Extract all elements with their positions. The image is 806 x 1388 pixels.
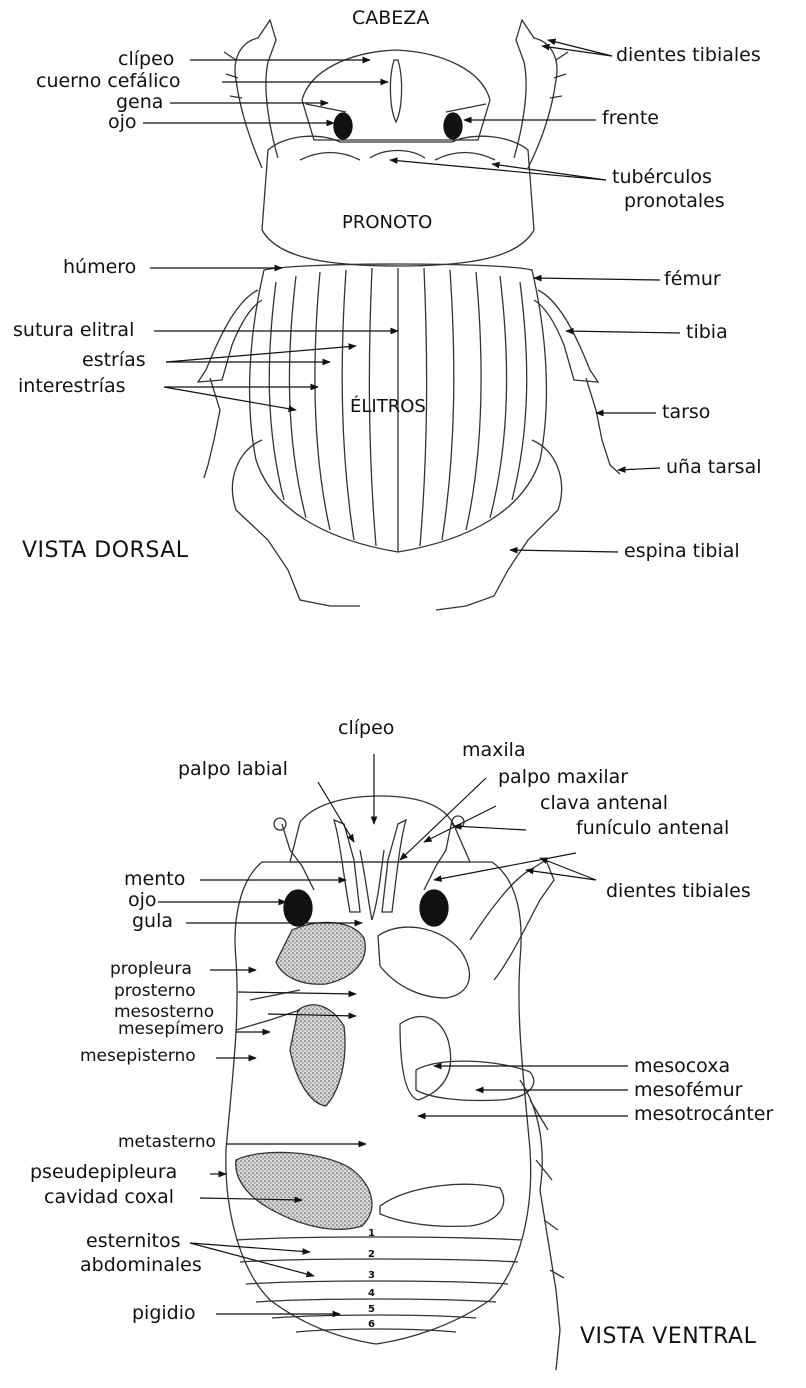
label-esternitos-1: esternitos [86, 1232, 181, 1251]
ventral-eye-right [420, 890, 448, 926]
sternite-number-6: 6 [368, 1320, 375, 1330]
ventral-eye-left [284, 890, 312, 926]
label-interestrias: interestrías [18, 377, 126, 396]
label-mesepimero: mesepímero [118, 1021, 224, 1038]
ventral-foreleg [470, 860, 554, 980]
ventral-body [226, 862, 531, 1344]
label-pseudepipleura: pseudepipleura [30, 1163, 177, 1182]
label-gula: gula [132, 912, 173, 931]
dorsal-hindleg-left [232, 440, 360, 606]
pronotum-region-label: PRONOTO [342, 214, 432, 232]
label-ojo-dorsal: ojo [108, 113, 137, 132]
label-sutura-elitral: sutura elitral [13, 321, 134, 340]
label-funiculo-antenal: funículo antenal [576, 819, 729, 838]
label-tarso: tarso [662, 403, 710, 422]
head-region-label: CABEZA [352, 9, 429, 28]
dorsal-eye-left [334, 113, 352, 139]
label-estrias: estrías [82, 351, 146, 370]
label-mesofemur: mesofémur [634, 1081, 742, 1100]
dorsal-beetle [198, 20, 620, 610]
label-metasterno: metasterno [118, 1134, 216, 1151]
label-cuerno-cefalico: cuerno cefálico [36, 72, 180, 91]
dorsal-hindleg-right [436, 440, 562, 610]
mesepisterno-plate [290, 1005, 345, 1106]
elytra-region-label: ÉLITROS [350, 398, 426, 416]
label-tibia: tibia [686, 323, 728, 342]
label-dientes-tibiales-ventral: dientes tibiales [606, 882, 751, 901]
dorsal-leader-lines [143, 40, 680, 552]
label-mesepisterno: mesepisterno [80, 1048, 196, 1065]
label-clipeo-ventral: clípeo [338, 719, 394, 738]
label-frente: frente [602, 109, 659, 128]
ventral-head [290, 796, 470, 862]
label-palpo-maxilar: palpo maxilar [498, 768, 628, 787]
label-mento: mento [124, 870, 185, 889]
label-esternitos-2: abdominales [80, 1256, 202, 1275]
sternite-number-3: 3 [368, 1271, 375, 1281]
ventral-midleg [400, 1017, 451, 1100]
ventral-beetle [226, 796, 564, 1370]
label-clava-antenal: clava antenal [540, 794, 668, 813]
label-cavidad-coxal: cavidad coxal [44, 1188, 174, 1207]
propleura-plate [276, 922, 365, 984]
dorsal-eye-right [444, 113, 462, 139]
coxal-cavity-plate [236, 1152, 372, 1229]
label-mesocoxa: mesocoxa [634, 1057, 730, 1076]
label-mesotrocanter: mesotrocánter [634, 1105, 773, 1124]
sternite-number-1: 1 [368, 1229, 375, 1239]
label-clipeo-dorsal: clípeo [118, 50, 174, 69]
label-propleura: propleura [110, 961, 192, 978]
label-palpo-labial: palpo labial [178, 760, 288, 779]
dorsal-view-title: VISTA DORSAL [22, 540, 189, 562]
label-espina-tibial: espina tibial [624, 542, 740, 561]
dorsal-foreleg-right [514, 20, 557, 168]
dorsal-foreleg-left [235, 20, 278, 168]
label-pigidio: pigidio [132, 1304, 196, 1323]
label-dientes-tibiales-dorsal: dientes tibiales [616, 46, 761, 65]
label-ojo-ventral: ojo [128, 891, 157, 910]
sternite-number-5: 5 [368, 1305, 375, 1315]
label-tuberculos-2: pronotales [624, 192, 725, 211]
label-maxila: maxila [462, 741, 526, 760]
label-femur: fémur [664, 270, 721, 289]
sternite-number-4: 4 [368, 1289, 375, 1299]
label-tuberculos-1: tubérculos [612, 168, 712, 187]
ventral-view-title: VISTA VENTRAL [580, 1326, 756, 1348]
sternite-number-2: 2 [368, 1250, 375, 1260]
label-humero: húmero [63, 258, 136, 277]
label-una-tarsal: uña tarsal [666, 458, 762, 477]
label-gena: gena [116, 93, 163, 112]
label-prosterno: prosterno [114, 983, 196, 1000]
dorsal-pronotum [262, 136, 534, 266]
